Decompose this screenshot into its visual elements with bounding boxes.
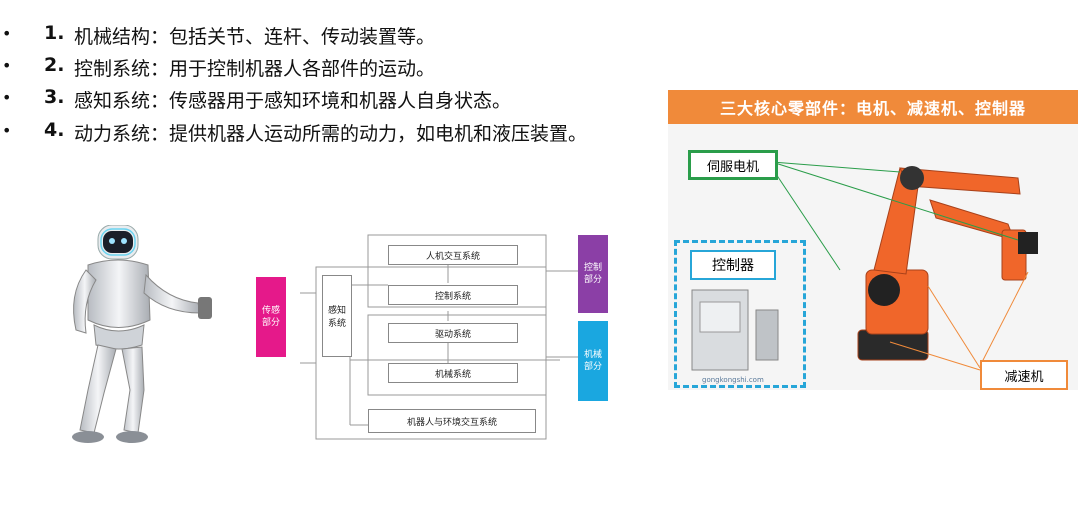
reducer-text: 减速机 <box>1004 369 1044 385</box>
control-part-label: 控制 部分 <box>583 263 602 285</box>
industrial-robot-figure: 三大核心零部件：电机、减速机、控制器 伺服电机 <box>668 90 1078 390</box>
servo-motor-label: 伺服电机 <box>688 150 778 180</box>
drive-system-label: 驱动系统 <box>434 329 471 340</box>
env-interaction-box: 机器人与环境交互系统 <box>368 409 536 433</box>
bullet-number: 4. <box>44 119 65 141</box>
bullet-text: 感知系统：传感器用于感知环境和机器人自身状态。 <box>74 90 512 112</box>
perception-system-box: 感知 系统 <box>322 275 352 357</box>
perception-system-label: 感知 系统 <box>327 306 346 329</box>
mechanical-part-label: 机械 部分 <box>583 350 602 372</box>
bullet-dot: • <box>2 56 12 75</box>
watermark: gongkongshi.com <box>702 376 764 384</box>
controller-frame <box>674 240 806 388</box>
mechanical-part-block: 机械 部分 <box>578 321 608 401</box>
core-components-banner: 三大核心零部件：电机、减速机、控制器 <box>668 90 1078 124</box>
bullet-item-2: • 2. 控制系统：用于控制机器人各部件的运动。 <box>0 54 700 84</box>
bullet-text: 动力系统：提供机器人运动所需的动力，如电机和液压装置。 <box>74 123 588 145</box>
mechanical-system-label: 机械系统 <box>434 369 471 380</box>
reducer-label: 减速机 <box>980 360 1068 390</box>
hri-system-label: 人机交互系统 <box>425 251 480 262</box>
hri-system-box: 人机交互系统 <box>388 245 518 265</box>
bullet-text: 机械结构：包括关节、连杆、传动装置等。 <box>74 26 436 48</box>
mechanical-system-box: 机械系统 <box>388 363 518 383</box>
sensor-part-block: 传感 部分 <box>256 277 286 357</box>
system-diagram: 传感 部分 感知 系统 人机交互系统 控制系统 驱动系统 机械系统 机器人与环境… <box>250 225 615 445</box>
servo-motor-text: 伺服电机 <box>706 159 759 175</box>
sensor-part-label: 传感 部分 <box>261 306 280 328</box>
controller-label: 控制器 <box>690 250 776 280</box>
drive-system-box: 驱动系统 <box>388 323 518 343</box>
banner-text: 三大核心零部件：电机、减速机、控制器 <box>719 99 1026 118</box>
control-part-block: 控制 部分 <box>578 235 608 313</box>
control-system-box: 控制系统 <box>388 285 518 305</box>
bullet-dot: • <box>2 121 12 140</box>
humanoid-robot-image <box>72 225 212 443</box>
controller-text: 控制器 <box>712 258 754 274</box>
bullet-dot: • <box>2 24 12 43</box>
bullet-number: 1. <box>44 22 65 44</box>
control-system-label: 控制系统 <box>434 291 471 302</box>
bullet-dot: • <box>2 88 12 107</box>
robot-arm-illustration <box>691 161 1038 371</box>
bullet-item-1: • 1. 机械结构：包括关节、连杆、传动装置等。 <box>0 22 700 52</box>
bullet-number: 3. <box>44 86 65 108</box>
bullet-item-4: • 4. 动力系统：提供机器人运动所需的动力，如电机和液压装置。 <box>0 119 700 149</box>
bullet-number: 2. <box>44 54 65 76</box>
env-interaction-label: 机器人与环境交互系统 <box>406 417 497 428</box>
bullet-item-3: • 3. 感知系统：传感器用于感知环境和机器人自身状态。 <box>0 86 700 116</box>
bullet-text: 控制系统：用于控制机器人各部件的运动。 <box>74 58 436 80</box>
